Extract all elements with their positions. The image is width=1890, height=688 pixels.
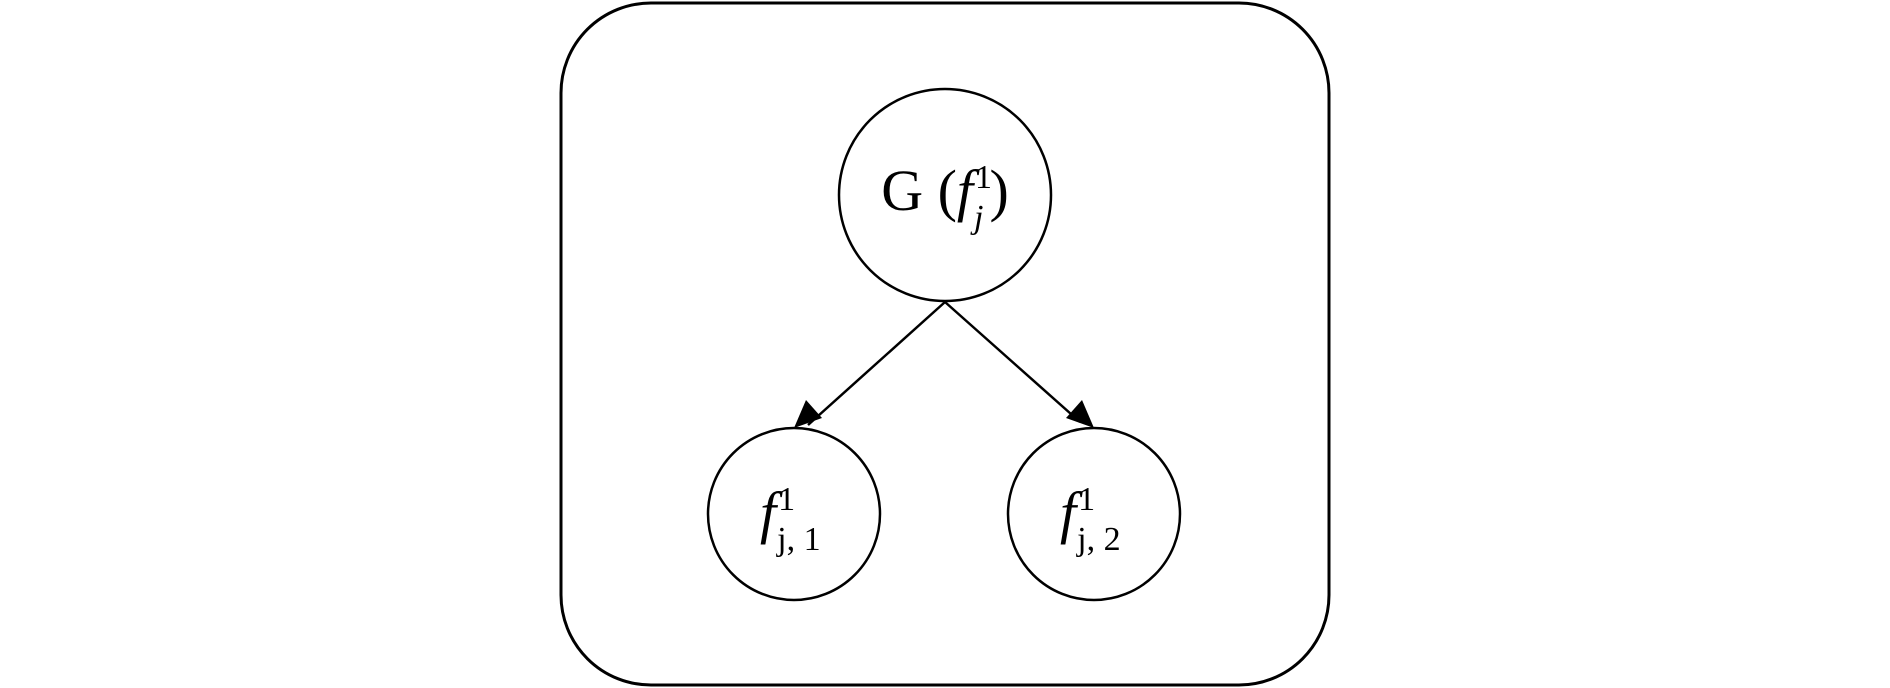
node-right-superscript: 1 xyxy=(1078,481,1095,518)
edge-root-to-left xyxy=(807,301,946,426)
node-left-circle xyxy=(706,426,882,602)
svg-text:G (f1j): G (f1j) xyxy=(881,158,1009,236)
node-left-subscript: j, 1 xyxy=(776,521,820,558)
edge-root-to-right xyxy=(944,301,1081,423)
svg-text:f1j, 1: f1j, 1 xyxy=(760,480,821,558)
svg-text:f1j, 2: f1j, 2 xyxy=(1060,480,1121,558)
node-left-superscript: 1 xyxy=(778,481,795,518)
node-root-suffix: ) xyxy=(989,158,1008,223)
node-root-prefix: G ( xyxy=(881,158,957,223)
node-root-superscript: 1 xyxy=(975,159,992,196)
node-right-subscript: j, 2 xyxy=(1076,521,1120,558)
node-root-subscript: j xyxy=(970,199,983,236)
node-root-circle xyxy=(837,87,1053,303)
arrowhead-right-icon xyxy=(1066,400,1094,428)
arrowhead-left-icon xyxy=(794,400,822,428)
node-right-circle xyxy=(1006,426,1182,602)
